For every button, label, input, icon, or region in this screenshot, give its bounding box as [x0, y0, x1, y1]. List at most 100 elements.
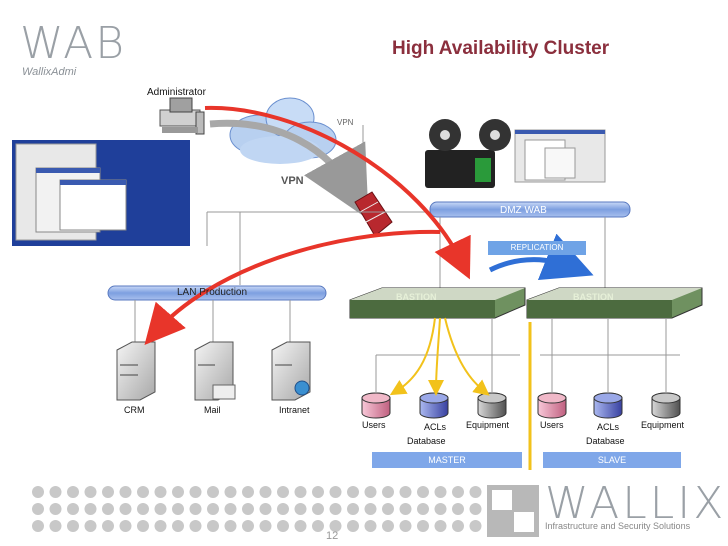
mail-label: Mail	[204, 405, 221, 415]
decorative-dot	[137, 486, 149, 498]
slave-users-db	[537, 392, 567, 419]
yellow-arrow-acls	[428, 317, 445, 396]
decorative-dot	[49, 503, 62, 515]
decorative-dot	[452, 503, 464, 515]
red-arrow-admin-to-bastion	[204, 105, 471, 280]
decorative-dot	[207, 520, 219, 532]
decorative-dot	[259, 503, 272, 515]
decorative-dot	[294, 486, 307, 498]
bastion-slave-server	[526, 287, 703, 319]
decorative-dot	[189, 520, 202, 532]
slave-users-label: Users	[540, 420, 564, 430]
decorative-dot	[399, 520, 412, 532]
dmz-wab-label: DMZ WAB	[500, 205, 547, 216]
decorative-dot	[399, 503, 412, 515]
decorative-dot	[242, 486, 254, 498]
slave-equipment-db	[651, 392, 681, 419]
decorative-dot	[329, 503, 342, 515]
decorative-dot	[119, 503, 132, 515]
decorative-dot	[154, 520, 167, 532]
decorative-dot	[32, 520, 44, 532]
lan-production-label: LAN Production	[177, 287, 248, 298]
red-arrow-bastion-to-crm	[144, 229, 441, 346]
bastion-master-server	[349, 287, 526, 319]
decorative-dot	[364, 486, 377, 498]
replication-label: REPLICATION	[488, 241, 586, 255]
wab-logo-subtitle: WallixAdmi	[22, 66, 77, 78]
slave-equipment-label: Equipment	[641, 420, 685, 430]
intranet-label: Intranet	[279, 405, 310, 415]
decorative-dot	[312, 520, 324, 532]
decorative-dot	[84, 520, 97, 532]
decorative-dot	[452, 520, 464, 532]
decorative-dot	[67, 503, 79, 515]
decorative-dot	[382, 486, 394, 498]
crm-server-icon	[116, 341, 156, 401]
wallix-logo-subtitle: Infrastructure and Security Solutions	[545, 521, 691, 531]
decorative-dot	[294, 520, 307, 532]
decorative-dot	[417, 520, 429, 532]
slide-title: High Availability Cluster	[392, 38, 610, 59]
decorative-dot	[84, 503, 97, 515]
wab-logo: WAB	[20, 18, 127, 69]
decorative-dot	[329, 520, 342, 532]
decorative-dot	[399, 486, 412, 498]
decorative-dot	[347, 503, 359, 515]
dmz-wab-bar	[429, 201, 631, 218]
master-equipment-db	[477, 392, 507, 419]
administrator-computer-icon	[159, 97, 205, 135]
master-equipment-label: Equipment	[466, 420, 510, 430]
bastion-slave-label: BASTION	[573, 292, 614, 302]
decorative-dot	[452, 486, 464, 498]
decorative-dot	[154, 486, 167, 498]
slave-badge: SLAVE	[543, 452, 681, 468]
decorative-dot	[67, 486, 79, 498]
vpn-gray-arrow	[209, 119, 369, 220]
decorative-dot	[119, 486, 132, 498]
decorative-dot	[277, 486, 289, 498]
decorative-dot	[189, 486, 202, 498]
decorative-dot	[434, 503, 447, 515]
decorative-dot	[347, 520, 359, 532]
decorative-dot	[32, 503, 44, 515]
master-acls-label: ACLs	[424, 422, 447, 432]
decorative-dot	[102, 503, 114, 515]
decorative-dot	[242, 503, 254, 515]
bastion-master-label: BASTION	[396, 292, 437, 302]
decorative-dot	[189, 503, 202, 515]
decorative-dot	[434, 520, 447, 532]
wallix-logo-text: WALLIX	[545, 478, 727, 529]
decorative-dot	[137, 503, 149, 515]
decorative-dot	[417, 486, 429, 498]
decorative-dot	[67, 520, 79, 532]
decorative-dot	[469, 503, 482, 515]
slave-acls-db	[593, 392, 623, 419]
master-users-db	[361, 392, 391, 419]
decorative-dot	[102, 486, 114, 498]
decorative-dot	[172, 520, 184, 532]
decorative-dot	[32, 486, 44, 498]
decorative-dot	[49, 486, 62, 498]
vpn-top-label: VPN	[337, 118, 354, 127]
decorative-dot	[224, 486, 237, 498]
decorative-dot	[224, 520, 237, 532]
master-acls-db	[419, 392, 449, 419]
decorative-dot	[469, 520, 482, 532]
page-number: 12	[326, 530, 339, 542]
slave-database-label: Database	[586, 436, 625, 446]
decorative-dot	[277, 503, 289, 515]
decorative-dot	[382, 520, 394, 532]
tape-backup-icon	[425, 119, 511, 188]
decorative-dot	[224, 503, 237, 515]
decorative-dot	[137, 520, 149, 532]
decorative-dot	[259, 520, 272, 532]
mail-server-icon	[194, 341, 236, 401]
decorative-dot	[119, 520, 132, 532]
decorative-dot	[382, 503, 394, 515]
slave-acls-label: ACLs	[597, 422, 620, 432]
master-database-label: Database	[407, 436, 446, 446]
decorative-dot	[259, 486, 272, 498]
decorative-dot	[102, 520, 114, 532]
